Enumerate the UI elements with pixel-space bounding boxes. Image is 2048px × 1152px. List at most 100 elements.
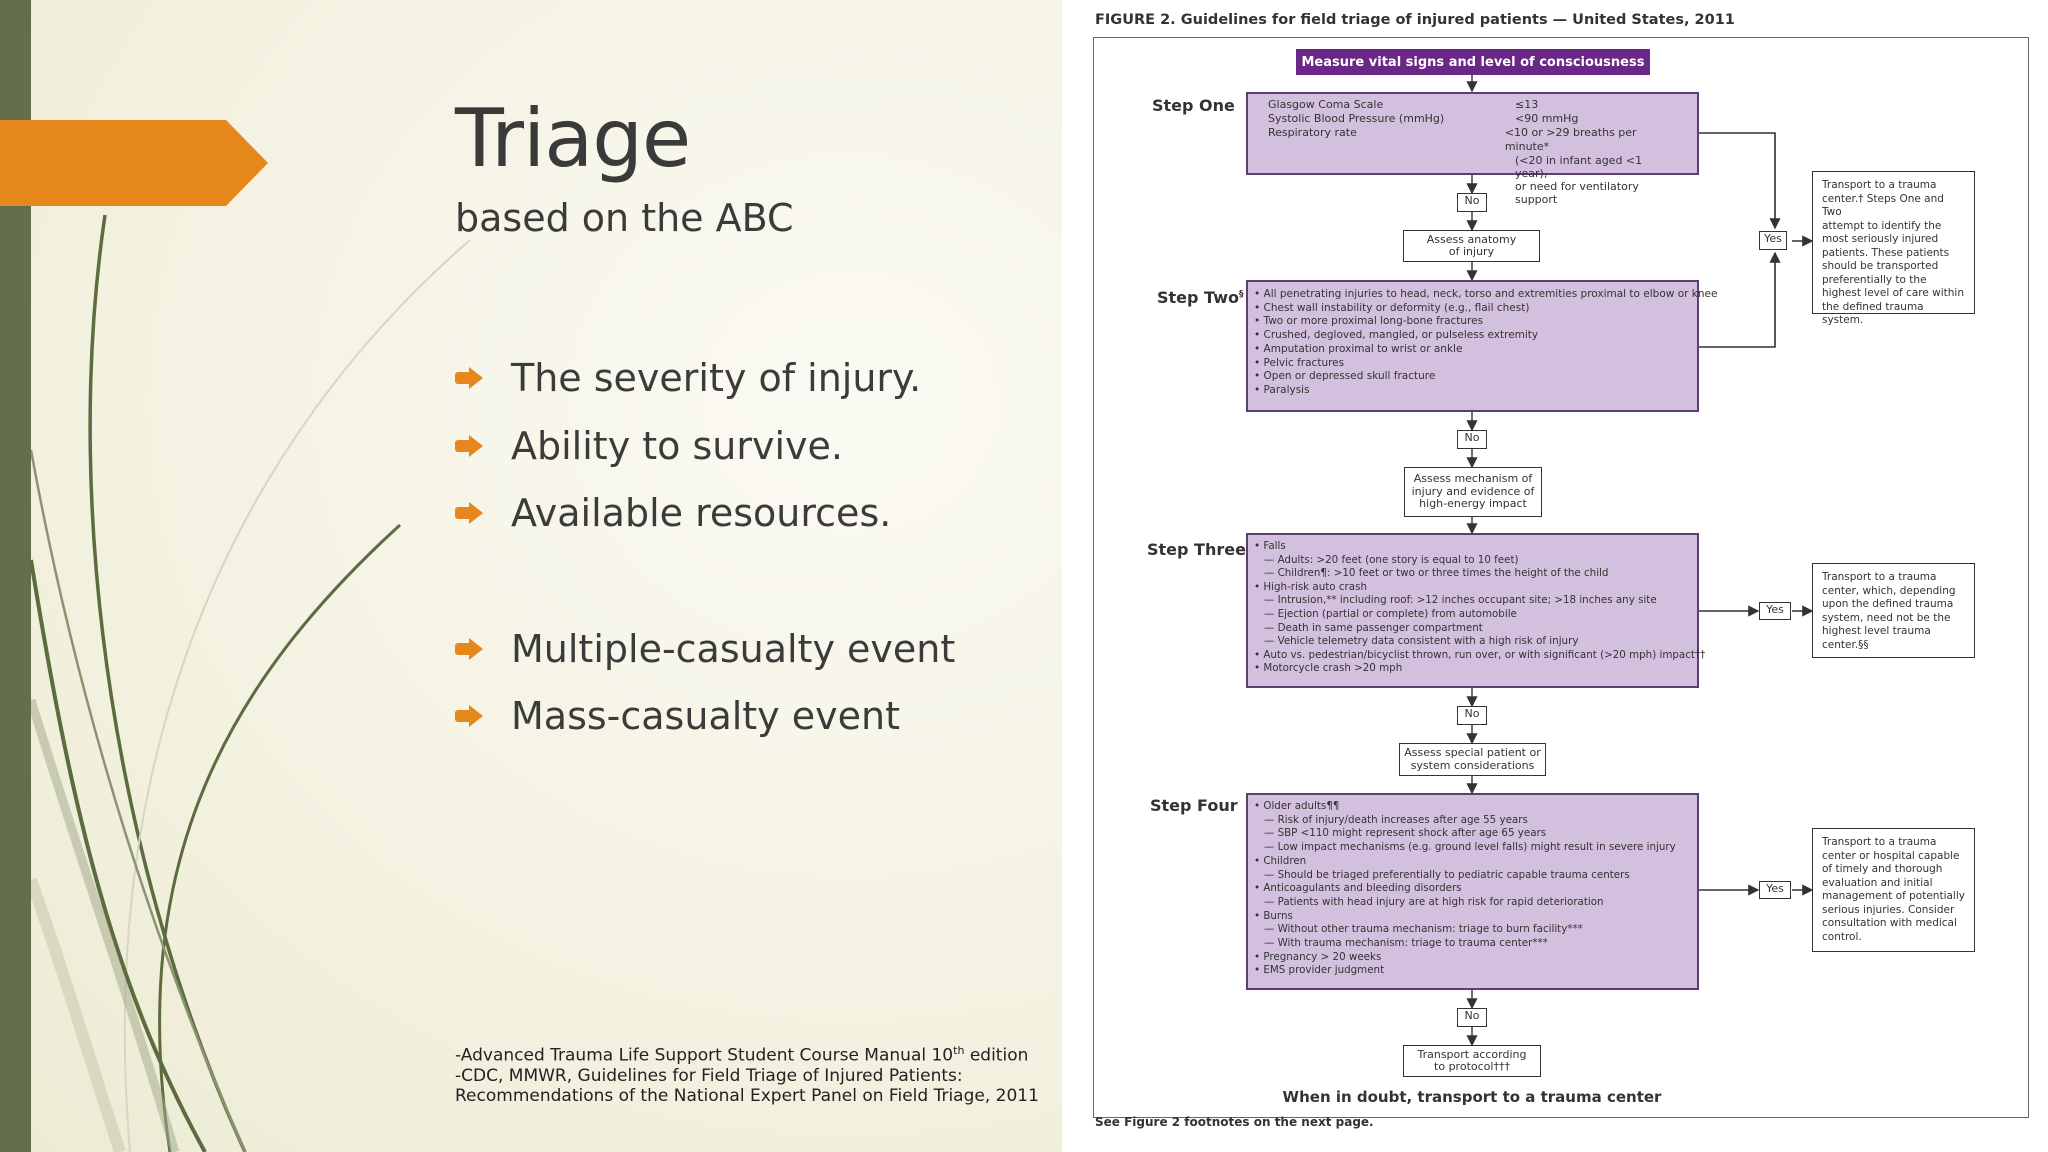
criteria-item: • Burns [1254, 909, 1293, 922]
step-two-sup: § [1238, 289, 1244, 300]
bullet-item: Mass-casualty event [455, 694, 900, 738]
outcome-line: highest level trauma [1822, 625, 1931, 637]
outcome-line: center or hospital capable [1822, 849, 1960, 862]
outcome-line: center.† Steps One and Two [1822, 192, 1944, 219]
outcome-line: management of potentially [1822, 890, 1965, 902]
outcome-line: consultation with medical [1822, 917, 1957, 929]
criteria-item: • Chest wall instability or deformity (e… [1254, 301, 1530, 314]
triage-flowchart-figure: FIGURE 2. Guidelines for field triage of… [1062, 0, 2048, 1152]
reference-line: Recommendations of the National Expert P… [455, 1085, 1039, 1106]
criteria-value: ≤13 [1515, 98, 1539, 111]
criteria-extra-line: (<20 in infant aged <1 year), [1515, 154, 1643, 180]
reference-text: -Advanced Trauma Life Support Student Co… [455, 1045, 954, 1066]
bullet-text: Multiple-casualty event [511, 627, 956, 671]
figure-frame [1093, 37, 2029, 1118]
criteria-item: • Paralysis [1254, 383, 1310, 396]
assess-line: Assess anatomy [1426, 232, 1517, 246]
assess-line: injury and evidence of [1411, 484, 1535, 498]
outcome-line: serious injuries. Consider [1822, 903, 1955, 916]
outcome-line: center, which, depending [1822, 584, 1956, 597]
assess-line: high-energy impact [1419, 497, 1527, 511]
outcome-line: the defined trauma system. [1822, 300, 1924, 327]
step-three-text: Step Three [1147, 540, 1246, 559]
no-tag: No [1457, 1008, 1487, 1027]
assess-line: Assess mechanism of [1413, 472, 1533, 486]
criteria-item: — SBP <110 might represent shock after a… [1264, 827, 1547, 840]
criteria-item: — Vehicle telemetry data consistent with… [1264, 635, 1579, 648]
step-three-box: • Falls — Adults: >20 feet (one story is… [1246, 533, 1706, 688]
outcome-line: Transport to a trauma [1822, 179, 1937, 191]
criteria-item: • Motorcycle crash >20 mph [1254, 662, 1403, 675]
outcome-line: should be transported [1822, 260, 1939, 272]
criteria-item: — With trauma mechanism: triage to traum… [1264, 937, 1548, 950]
criteria-extra-line: or need for ventilatory support [1515, 180, 1639, 206]
criteria-item: • Auto vs. pedestrian/bicyclist thrown, … [1254, 648, 1706, 661]
figure-title: FIGURE 2. Guidelines for field triage of… [1095, 12, 1735, 28]
step-one-label: Step One [1152, 96, 1235, 115]
criteria-label: Respiratory rate [1268, 126, 1357, 139]
assess-line: Assess special patient or [1404, 746, 1541, 759]
criteria-item: — Intrusion,** including roof: >12 inche… [1264, 594, 1657, 607]
outcome-line: preferentially to the [1822, 273, 1927, 286]
outcome-box-steps-one-two: Transport to a trauma center.† Steps One… [1812, 171, 1975, 326]
reference-sup: th [953, 1044, 965, 1057]
bullet-text: The severity of injury. [511, 356, 922, 400]
outcome-line: highest level of care within [1822, 287, 1964, 299]
decorative-curves [25, 214, 471, 1152]
slide-subtitle: based on the ABC [455, 196, 794, 240]
bullet-text: Mass-casualty event [511, 694, 900, 738]
outcome-line: center.§§ [1822, 638, 1869, 651]
outcome-line: system, need not be the [1822, 611, 1951, 624]
bullet-item: The severity of injury. [455, 356, 921, 400]
bullet-item: Ability to survive. [455, 424, 843, 468]
criteria-item: • High-risk auto crash [1254, 580, 1367, 593]
criteria-row: Glasgow Coma Scale ≤13 [1268, 98, 1677, 112]
orange-pennant-shape [0, 120, 268, 206]
step-one-box: Glasgow Coma Scale ≤13 Systolic Blood Pre… [1246, 92, 1699, 206]
assess-line: system considerations [1410, 758, 1535, 772]
criteria-item: — Children¶: >10 feet or two or three ti… [1264, 567, 1609, 580]
criteria-label: Glasgow Coma Scale [1268, 98, 1384, 111]
figure-footnote: See Figure 2 footnotes on the next page. [1095, 1115, 1374, 1129]
criteria-item: • EMS provider judgment [1254, 964, 1385, 977]
outcome-line: of timely and thorough [1822, 863, 1943, 875]
no-tag: No [1457, 706, 1487, 725]
criteria-row: Systolic Blood Pressure (mmHg)<90 mmHg [1268, 112, 1677, 126]
outcome-line: attempt to identify the [1822, 219, 1942, 232]
criteria-item: — Ejection (partial or complete) from au… [1264, 607, 1517, 620]
references: -Advanced Trauma Life Support Student Co… [455, 1041, 1039, 1106]
reference-line: -Advanced Trauma Life Support Student Co… [455, 1041, 1039, 1066]
outcome-line: Transport to a trauma [1822, 571, 1937, 583]
criteria-extra: (<20 in infant aged <1 year), or need fo… [1268, 154, 1677, 206]
criteria-item: • Children [1254, 854, 1307, 867]
no-tag: No [1457, 193, 1487, 212]
outcome-line: control. [1822, 930, 1862, 943]
criteria-item: — Patients with head injury are at high … [1264, 895, 1604, 908]
criteria-item: • Two or more proximal long-bone fractur… [1254, 315, 1484, 328]
criteria-item: — Adults: >20 feet (one story is equal t… [1264, 553, 1519, 566]
bullet-arrow-icon [455, 435, 485, 457]
criteria-item: • Anticoagulants and bleeding disorders [1254, 882, 1462, 895]
bullet-arrow-icon [455, 638, 485, 660]
criteria-item: • Amputation proximal to wrist or ankle [1254, 342, 1463, 355]
bullet-text: Available resources. [511, 491, 892, 535]
criteria-row: Respiratory rate <10 or >29 breaths per m… [1268, 126, 1677, 154]
yes-tag: Yes [1759, 602, 1791, 620]
yes-tag: Yes [1759, 881, 1791, 899]
outcome-line: Transport to a trauma [1822, 836, 1937, 848]
step-four-box: • Older adults¶¶ — Risk of injury/death … [1246, 793, 1699, 990]
criteria-item: • All penetrating injuries to head, neck… [1254, 288, 1718, 300]
criteria-item: — Death in same passenger compartment [1264, 621, 1483, 634]
criteria-value: <10 or >29 breaths per minute* [1504, 126, 1637, 153]
step-four-label: Step Four [1150, 796, 1238, 815]
criteria-item: — Risk of injury/death increases after a… [1264, 813, 1528, 826]
outcome-line: evaluation and initial [1822, 876, 1933, 889]
criteria-item: • Open or depressed skull fracture [1254, 370, 1436, 383]
when-in-doubt-text: When in doubt, transport to a trauma cen… [1282, 1088, 1662, 1106]
criteria-item: — Should be triaged preferentially to pe… [1264, 868, 1630, 881]
criteria-item: — Without other trauma mechanism: triage… [1264, 923, 1583, 936]
